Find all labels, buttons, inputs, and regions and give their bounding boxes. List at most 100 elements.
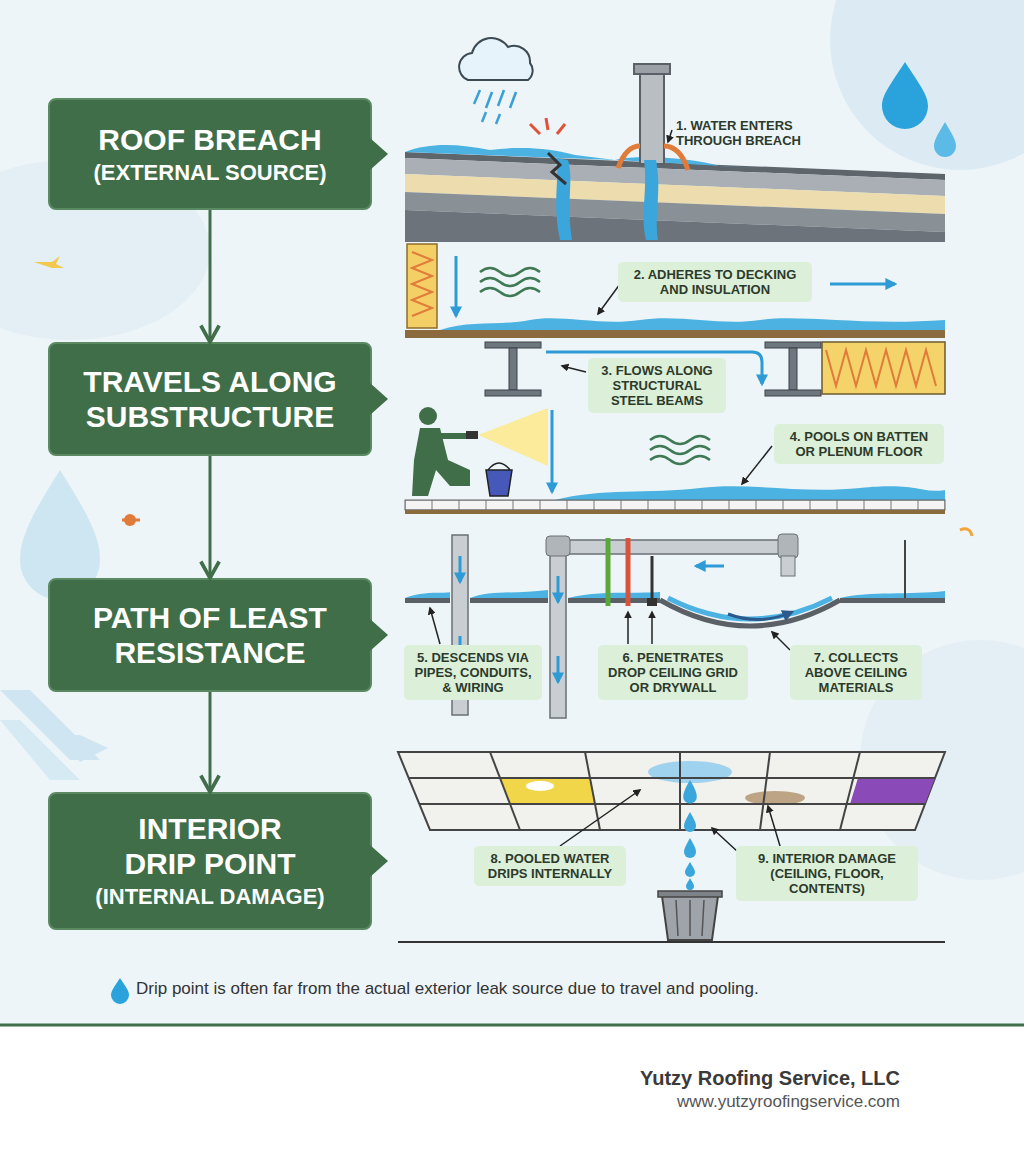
- leader-lines: [562, 366, 586, 372]
- flow-arrow: [209, 692, 212, 792]
- leader-lines: [742, 446, 772, 484]
- pipes-and-ceiling: [904, 540, 906, 598]
- vent-pipe: [644, 160, 659, 240]
- pointer-tail: [370, 138, 388, 170]
- waste-bin: [702, 900, 704, 936]
- pipes-and-ceiling: [660, 600, 840, 626]
- vent-pipe: [618, 146, 640, 168]
- drop-ceiling-grid: [490, 752, 520, 830]
- leader-lines: [768, 806, 780, 846]
- steel-beams: [765, 390, 821, 396]
- inspector-figure: [650, 456, 710, 464]
- stage-title: INTERIOR DRIP POINT: [110, 811, 310, 881]
- pipes-and-ceiling: [470, 590, 548, 598]
- attic-cavity: [455, 256, 458, 316]
- callout-text: 3. FLOWS ALONG STRUCTURAL STEEL BEAMS: [595, 363, 719, 408]
- plenum-floor: [405, 510, 945, 514]
- water-drips: [686, 878, 694, 890]
- inspector-figure: [650, 436, 710, 444]
- background-decor: [60, 735, 108, 762]
- callout-box: 4. POOLS ON BATTEN OR PLENUM FLOOR: [774, 424, 944, 464]
- drop-ceiling-grid: [409, 777, 935, 779]
- drop-ceiling-grid: [500, 778, 595, 804]
- attic-cavity: [480, 268, 540, 276]
- inspector-figure: [412, 428, 470, 496]
- rain-cloud: [459, 38, 533, 80]
- drop-ceiling-grid: [398, 752, 945, 830]
- drop-ceiling-grid: [760, 752, 770, 830]
- stage-box: TRAVELS ALONG SUBSTRUCTURE: [48, 342, 372, 456]
- callout-box: 8. POOLED WATER DRIPS INTERNALLY: [474, 846, 626, 886]
- stage-box: ROOF BREACH(EXTERNAL SOURCE): [48, 98, 372, 210]
- pipes-and-ceiling: [558, 540, 782, 554]
- rain-cloud: [474, 90, 480, 104]
- rain-cloud: [482, 112, 486, 122]
- pipes-and-ceiling: [668, 598, 832, 619]
- pipes-and-ceiling: [606, 538, 611, 606]
- drop-ceiling-grid: [585, 752, 600, 830]
- leader-lines: [668, 130, 672, 142]
- pointer-tail: [370, 619, 388, 651]
- steel-beams: [789, 348, 797, 390]
- callout-box: 5. DESCENDS VIA PIPES, CONDUITS, & WIRIN…: [404, 645, 542, 700]
- background-decor: [934, 122, 956, 157]
- footer-band: [0, 1025, 1024, 1154]
- pipes-and-ceiling: [405, 592, 450, 598]
- leader-lines: [598, 284, 620, 314]
- callout-text: 5. DESCENDS VIA PIPES, CONDUITS, & WIRIN…: [411, 650, 535, 695]
- waste-bin: [398, 941, 945, 943]
- drop-ceiling-grid: [420, 803, 925, 805]
- steel-beams: [485, 390, 541, 396]
- drop-ceiling-grid: [398, 752, 945, 830]
- steel-beams: [826, 350, 936, 386]
- water-drips: [685, 862, 695, 877]
- water-drips: [684, 838, 696, 858]
- pointer-tail: [370, 619, 388, 651]
- callout-box: 7. COLLECTS ABOVE CEILING MATERIALS: [790, 645, 922, 700]
- attic-cavity: [830, 283, 895, 286]
- inspector-figure: [412, 407, 710, 496]
- website-url: www.yutzyroofingservice.com: [677, 1092, 900, 1112]
- inspector-figure: [486, 470, 512, 496]
- drop-ceiling-grid: [648, 761, 732, 783]
- footer-band: [0, 1024, 1024, 1027]
- pipes-and-ceiling: [626, 538, 631, 606]
- inspector-figure: [438, 433, 468, 439]
- stage-title: TRAVELS ALONG SUBSTRUCTURE: [60, 364, 360, 434]
- drop-ceiling-grid: [840, 752, 860, 830]
- callout-text: 7. COLLECTS ABOVE CEILING MATERIALS: [796, 650, 916, 695]
- roof-breach: [556, 158, 572, 240]
- pipes-and-ceiling: [696, 565, 724, 568]
- roof-breach: [530, 124, 540, 134]
- waste-bin: [689, 900, 691, 936]
- callout-label: 1. WATER ENTERS THROUGH BREACH: [676, 118, 836, 148]
- leader-lines: [627, 612, 629, 644]
- attic-cavity: [480, 288, 540, 296]
- rain-cloud: [486, 92, 492, 108]
- pipes-and-ceiling: [568, 598, 660, 603]
- water-drips: [684, 812, 696, 890]
- steel-beams: [765, 342, 821, 348]
- figure-caption: Drip point is often far from the actual …: [136, 978, 1006, 999]
- plenum-floor: [405, 486, 945, 514]
- stage-subtitle: (EXTERNAL SOURCE): [93, 159, 326, 187]
- pipes-and-ceiling: [405, 598, 450, 603]
- pointer-tail: [370, 383, 388, 415]
- rain-cloud: [498, 90, 504, 106]
- background-decor: [0, 720, 80, 780]
- background-decor: [0, 0, 1024, 880]
- pipes-and-ceiling: [781, 556, 795, 576]
- water-drips: [684, 812, 696, 832]
- pipes-and-ceiling: [550, 548, 566, 718]
- leader-lines: [772, 632, 790, 650]
- callout-box: 6. PENETRATES DROP CEILING GRID OR DRYWA…: [598, 645, 748, 700]
- attic-cavity: [407, 244, 437, 328]
- vent-pipe: [640, 72, 664, 164]
- pipes-and-ceiling: [840, 591, 945, 598]
- pipes-and-ceiling: [568, 592, 660, 598]
- attic-cavity: [440, 318, 945, 330]
- callout-text: 2. ADHERES TO DECKING AND INSULATION: [624, 267, 806, 297]
- inspector-figure: [419, 407, 437, 425]
- caption-drop-icon: [111, 978, 129, 1004]
- stage-title: ROOF BREACH: [98, 122, 321, 157]
